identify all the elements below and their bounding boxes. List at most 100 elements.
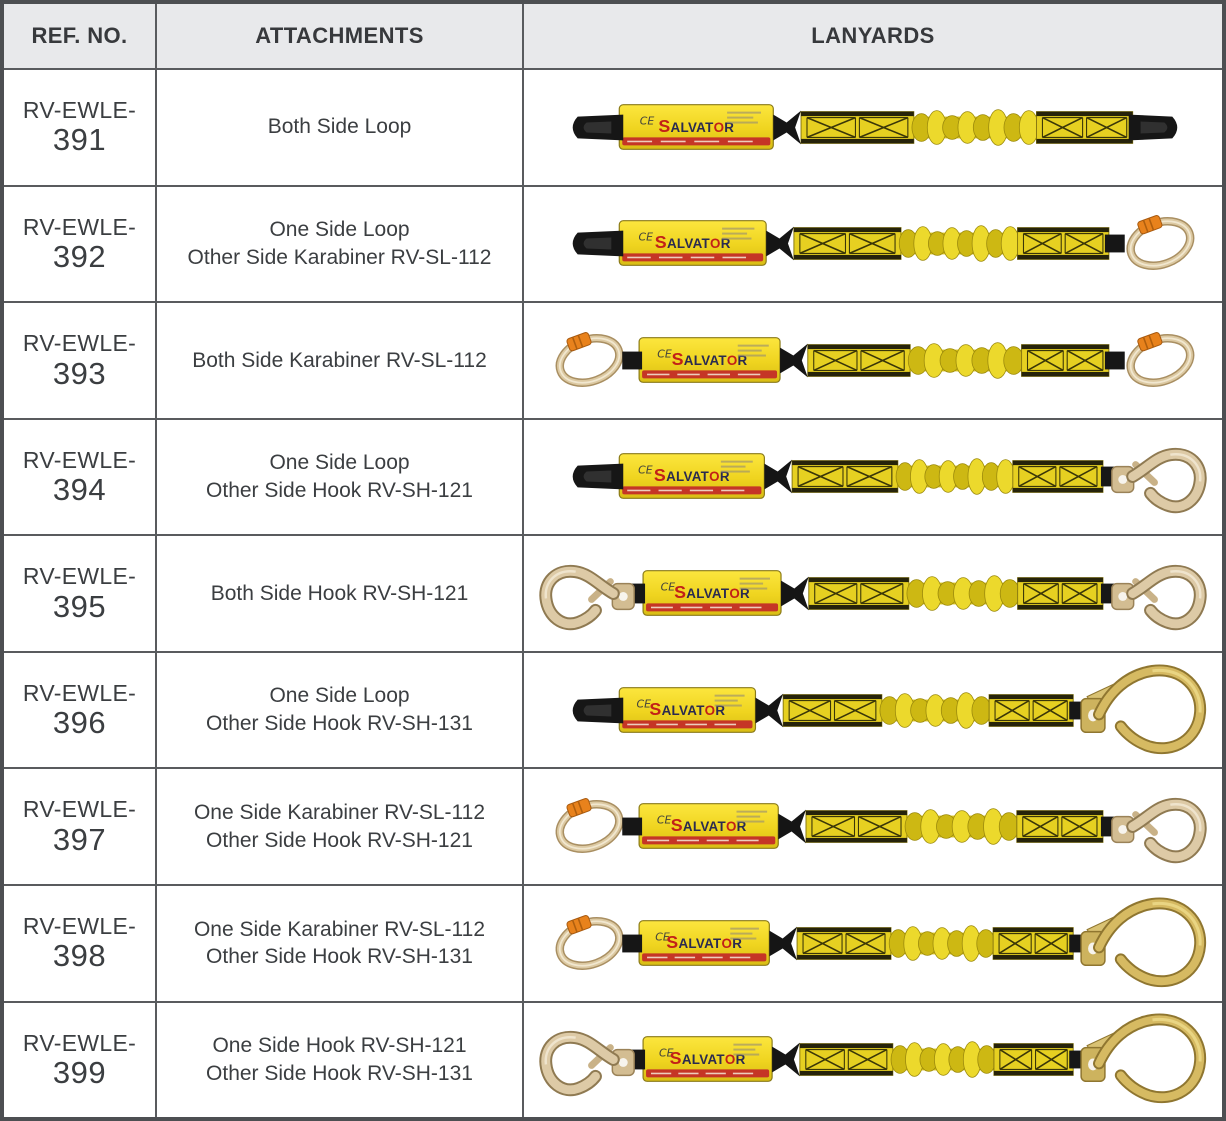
table-row: RV-EWLE- 395 Both Side Hook RV-SH-121 — [4, 534, 1222, 651]
ref-number: 394 — [52, 472, 107, 508]
lanyard-cell: CE SALVATOR — [524, 1003, 1222, 1118]
ref-no-cell: RV-EWLE- 396 — [4, 652, 157, 768]
ref-prefix: RV-EWLE- — [22, 912, 137, 939]
lanyard-image: CE SALVATOR — [525, 538, 1221, 650]
table-row: RV-EWLE- 393 Both Side Karabiner RV-SL-1… — [4, 301, 1222, 418]
ref-prefix: RV-EWLE- — [22, 1029, 137, 1056]
header-lanyards: LANYARDS — [811, 23, 935, 48]
lanyard-cell: CE SALVATOR — [524, 653, 1222, 768]
table-header-row: REF. NO. ATTACHMENTS LANYARDS — [4, 4, 1222, 68]
ref-no-cell: RV-EWLE- 397 — [4, 769, 157, 884]
svg-text:SALVATOR: SALVATOR — [670, 1048, 746, 1068]
table-row: RV-EWLE- 399 One Side Hook RV-SH-121 Oth… — [4, 1000, 1222, 1118]
attachment-line: One Side Loop — [269, 218, 410, 242]
svg-text:SALVATOR: SALVATOR — [655, 232, 731, 252]
lanyard-image: CE SALVATOR — [525, 1004, 1221, 1116]
ref-no-cell: RV-EWLE- 399 — [4, 1002, 157, 1117]
svg-text:SALVATOR: SALVATOR — [658, 116, 734, 136]
lanyard-cell: CE SALVATOR — [524, 886, 1222, 1001]
svg-text:CE: CE — [659, 1047, 674, 1060]
svg-text:SALVATOR: SALVATOR — [666, 932, 742, 952]
attachments-cell: One Side Karabiner RV-SL-112 Other Side … — [157, 885, 524, 1001]
ref-prefix: RV-EWLE- — [22, 213, 137, 240]
ref-number: 398 — [52, 938, 107, 974]
svg-text:CE: CE — [640, 114, 655, 127]
header-ref-no: REF. NO. — [4, 4, 157, 68]
ref-number: 399 — [52, 1054, 107, 1090]
lanyard-cell: CE SALVATOR — [524, 187, 1222, 302]
svg-text:CE: CE — [637, 697, 652, 710]
lanyard-image: CE SALVATOR — [525, 71, 1221, 183]
table-row: RV-EWLE- 397 One Side Karabiner RV-SL-11… — [4, 767, 1222, 884]
ref-no-cell: RV-EWLE- 392 — [4, 186, 157, 302]
table-row: RV-EWLE- 398 One Side Karabiner RV-SL-11… — [4, 883, 1222, 1001]
attachment-line: Other Side Hook RV-SH-131 — [206, 945, 473, 969]
attachment-line: Both Side Hook RV-SH-121 — [210, 581, 469, 605]
lanyard-cell: CE SALVATOR — [524, 536, 1222, 651]
ref-no-cell: RV-EWLE- 391 — [4, 70, 157, 185]
header-attachments: ATTACHMENTS — [157, 4, 524, 68]
table-row: RV-EWLE- 391 Both Side Loop — [4, 68, 1222, 185]
ref-prefix: RV-EWLE- — [22, 796, 137, 823]
ref-no-cell: RV-EWLE- 398 — [4, 885, 157, 1001]
attachments-cell: Both Side Hook RV-SH-121 — [157, 536, 524, 651]
svg-text:SALVATOR: SALVATOR — [672, 349, 748, 369]
table-row: RV-EWLE- 394 One Side Loop Other Side Ho… — [4, 417, 1222, 535]
ref-number: 391 — [52, 122, 107, 158]
lanyard-cell: CE SALVATOR — [524, 70, 1222, 185]
attachments-cell: Both Side Loop — [157, 70, 524, 185]
attachments-cell: Both Side Karabiner RV-SL-112 — [157, 303, 524, 418]
ref-number: 395 — [52, 588, 107, 624]
table-row: RV-EWLE- 392 One Side Loop Other Side Ka… — [4, 184, 1222, 302]
svg-text:CE: CE — [638, 464, 653, 477]
ref-number: 392 — [52, 239, 107, 275]
attachment-line: Both Side Loop — [267, 115, 412, 139]
attachment-line: One Side Hook RV-SH-121 — [212, 1034, 467, 1058]
ref-number: 396 — [52, 705, 107, 741]
table-row: RV-EWLE- 396 One Side Loop Other Side Ho… — [4, 650, 1222, 768]
svg-text:CE: CE — [657, 347, 672, 360]
lanyard-image: CE SALVATOR — [525, 421, 1221, 533]
attachment-line: Both Side Karabiner RV-SL-112 — [192, 348, 487, 372]
svg-text:CE: CE — [655, 930, 670, 943]
ref-no-cell: RV-EWLE- 395 — [4, 536, 157, 651]
attachment-line: One Side Loop — [269, 684, 410, 708]
attachments-cell: One Side Loop Other Side Hook RV-SH-121 — [157, 419, 524, 535]
attachment-line: One Side Karabiner RV-SL-112 — [193, 800, 486, 824]
attachment-line: Other Side Karabiner RV-SL-112 — [187, 245, 492, 269]
attachment-line: Other Side Hook RV-SH-121 — [206, 478, 473, 502]
attachments-cell: One Side Karabiner RV-SL-112 Other Side … — [157, 769, 524, 884]
lanyard-cell: CE SALVATOR — [524, 420, 1222, 535]
ref-prefix: RV-EWLE- — [22, 679, 137, 706]
svg-text:CE: CE — [638, 231, 653, 244]
attachments-cell: One Side Loop Other Side Karabiner RV-SL… — [157, 186, 524, 302]
lanyard-cell: CE SALVATOR — [524, 303, 1222, 418]
attachment-line: One Side Karabiner RV-SL-112 — [193, 917, 486, 941]
ref-prefix: RV-EWLE- — [22, 563, 137, 590]
ref-no-cell: RV-EWLE- 393 — [4, 303, 157, 418]
lanyard-image: CE SALVATOR — [525, 887, 1221, 999]
lanyard-image: CE SALVATOR — [525, 654, 1221, 766]
svg-text:SALVATOR: SALVATOR — [674, 582, 750, 602]
lanyard-image: CE SALVATOR — [525, 304, 1221, 416]
attachment-line: One Side Loop — [269, 451, 410, 475]
ref-number: 393 — [52, 355, 107, 391]
svg-text:SALVATOR: SALVATOR — [649, 699, 725, 719]
svg-text:SALVATOR: SALVATOR — [671, 815, 747, 835]
lanyard-image: CE SALVATOR — [525, 188, 1221, 300]
ref-number: 397 — [52, 821, 107, 857]
attachments-cell: One Side Loop Other Side Hook RV-SH-131 — [157, 652, 524, 768]
ref-prefix: RV-EWLE- — [22, 330, 137, 357]
lanyard-cell: CE SALVATOR — [524, 769, 1222, 884]
attachment-line: Other Side Hook RV-SH-131 — [206, 712, 473, 736]
lanyard-image: CE SALVATOR — [525, 771, 1221, 883]
svg-text:CE: CE — [661, 581, 676, 594]
attachment-line: Other Side Hook RV-SH-131 — [206, 1061, 473, 1085]
ref-no-cell: RV-EWLE- 394 — [4, 419, 157, 535]
attachment-line: Other Side Hook RV-SH-121 — [206, 828, 473, 852]
svg-text:CE: CE — [657, 814, 672, 827]
attachments-cell: One Side Hook RV-SH-121 Other Side Hook … — [157, 1002, 524, 1117]
ref-prefix: RV-EWLE- — [22, 446, 137, 473]
ref-prefix: RV-EWLE- — [22, 97, 137, 124]
